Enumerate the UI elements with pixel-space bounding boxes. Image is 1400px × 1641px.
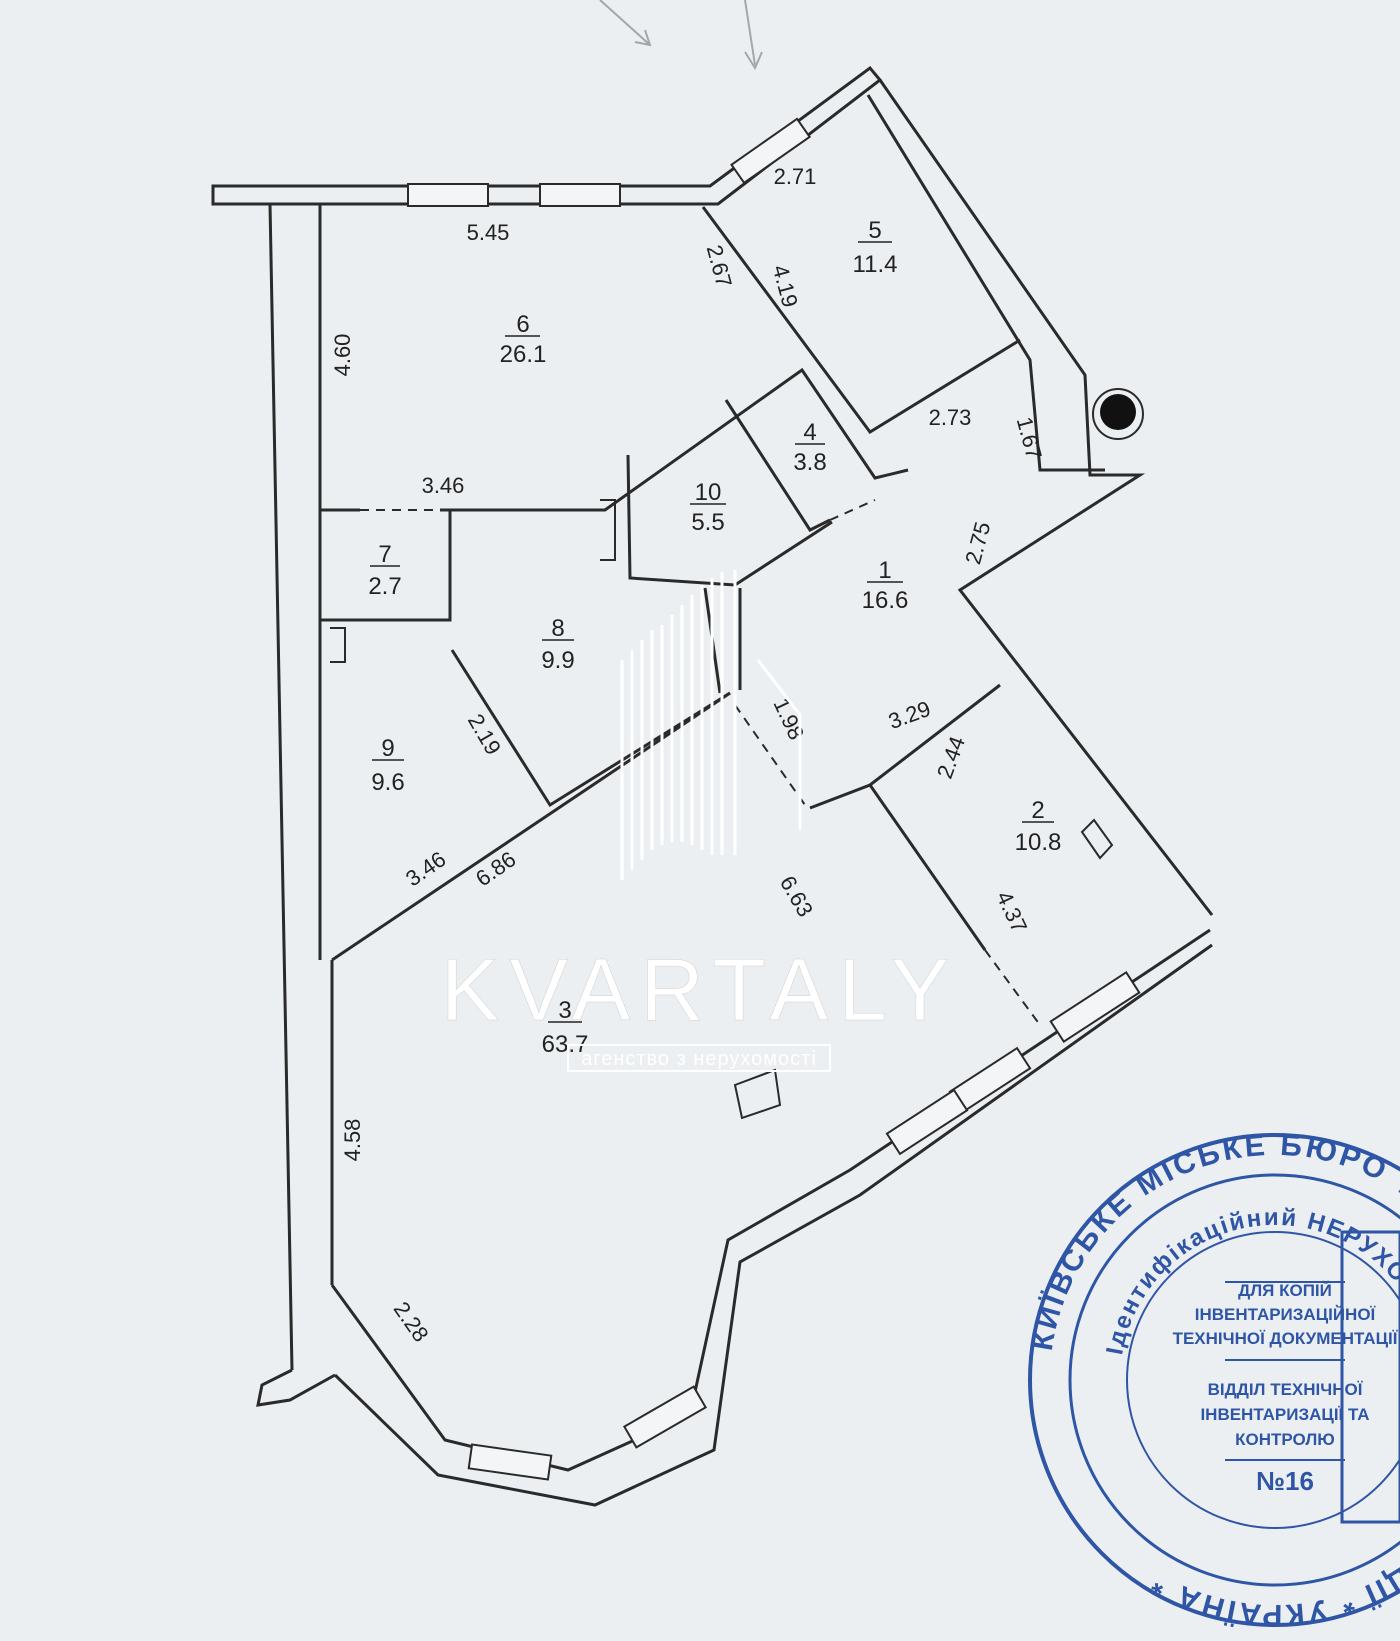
openings bbox=[360, 499, 1041, 1026]
svg-text:3: 3 bbox=[558, 997, 571, 1024]
svg-text:3.8: 3.8 bbox=[793, 449, 826, 476]
svg-text:ТЕХНІЧНОЇ ДОКУМЕНТАЦІЇ: ТЕХНІЧНОЇ ДОКУМЕНТАЦІЇ bbox=[1173, 1329, 1399, 1348]
svg-text:10: 10 bbox=[695, 479, 722, 506]
dimension-label: 2.73 bbox=[929, 405, 972, 430]
svg-text:16.6: 16.6 bbox=[862, 587, 909, 614]
dimension-label: 2.44 bbox=[932, 733, 970, 782]
dimension-label: 5.45 bbox=[467, 220, 510, 245]
room-7-label: 7 2.7 bbox=[368, 541, 401, 600]
svg-text:ДЛЯ КОПІЙ: ДЛЯ КОПІЙ bbox=[1238, 1281, 1332, 1300]
svg-text:6: 6 bbox=[516, 311, 529, 338]
outer-walls bbox=[211, 65, 1214, 1507]
dimension-label: 1.67 bbox=[1012, 414, 1047, 462]
room-2-label: 2 10.8 bbox=[1015, 797, 1062, 856]
dimension-label: 2.67 bbox=[702, 242, 737, 290]
dimension-label: 4.60 bbox=[330, 334, 355, 377]
dimension-label: 3.29 bbox=[885, 696, 934, 734]
room-5-label: 5 11.4 bbox=[853, 217, 898, 278]
svg-text:9.6: 9.6 bbox=[371, 769, 404, 796]
interior-walls bbox=[320, 206, 1114, 1120]
svg-text:1: 1 bbox=[878, 557, 891, 584]
svg-text:7: 7 bbox=[378, 541, 391, 568]
room-1-label: 1 16.6 bbox=[862, 557, 909, 614]
room-9-label: 9 9.6 bbox=[371, 735, 404, 796]
watermark-subtitle-box bbox=[567, 1044, 831, 1072]
svg-text:5.5: 5.5 bbox=[691, 509, 724, 536]
svg-text:ВІДДІЛ ТЕХНІЧНОЇ: ВІДДІЛ ТЕХНІЧНОЇ bbox=[1208, 1380, 1364, 1399]
dimension-label: 6.86 bbox=[471, 846, 520, 891]
svg-text:4: 4 bbox=[803, 419, 816, 446]
svg-text:№16: №16 bbox=[1256, 1466, 1314, 1496]
windows bbox=[407, 117, 1141, 1481]
svg-text:ІНВЕНТАРИЗАЦІЇ ТА: ІНВЕНТАРИЗАЦІЇ ТА bbox=[1200, 1405, 1369, 1424]
dimension-label: 2.71 bbox=[774, 164, 817, 189]
svg-text:9: 9 bbox=[381, 735, 394, 762]
watermark-subtitle: агенство з нерухомості bbox=[581, 1048, 817, 1070]
stamp-inner-text: ДЛЯ КОПІЙ ІНВЕНТАРИЗАЦІЙНОЇ ТЕХНІЧНОЇ ДО… bbox=[1173, 1281, 1399, 1496]
watermark-logo-icon bbox=[620, 570, 802, 880]
boiler-icon bbox=[1092, 388, 1144, 440]
dimension-label: 2.19 bbox=[463, 709, 506, 759]
svg-text:2: 2 bbox=[1031, 797, 1044, 824]
svg-text:ІНВЕНТАРИЗАЦІЙНОЇ: ІНВЕНТАРИЗАЦІЙНОЇ bbox=[1195, 1305, 1377, 1324]
watermark-brand: KVARTALY bbox=[441, 940, 960, 1039]
dimension-label: 3.46 bbox=[422, 473, 465, 498]
dimension-label: 2.75 bbox=[960, 519, 995, 567]
dimension-label: 2.28 bbox=[389, 1297, 434, 1346]
room-6-label: 6 26.1 bbox=[500, 311, 547, 368]
svg-text:2.7: 2.7 bbox=[368, 573, 401, 600]
svg-text:9.9: 9.9 bbox=[541, 647, 574, 674]
svg-text:КОНТРОЛЮ: КОНТРОЛЮ bbox=[1235, 1430, 1335, 1449]
svg-text:5: 5 bbox=[868, 217, 881, 244]
dimension-label: 4.37 bbox=[991, 887, 1032, 936]
svg-text:10.8: 10.8 bbox=[1015, 829, 1062, 856]
room-labels: 6 26.1 5 11.4 4 3.8 10 5.5 1 16.6 7 2.7 bbox=[368, 217, 1061, 1058]
dimension-label: 6.63 bbox=[775, 871, 818, 921]
svg-text:11.4: 11.4 bbox=[853, 251, 898, 278]
svg-text:Ідентифікаційний НЕРУХОМОГО МА: Ідентифікаційний НЕРУХОМОГО МАЙНА bbox=[0, 0, 1400, 1387]
room-4-label: 4 3.8 bbox=[793, 419, 826, 476]
svg-text:26.1: 26.1 bbox=[500, 341, 547, 368]
room-8-label: 8 9.9 bbox=[541, 615, 574, 674]
background-marks bbox=[599, 0, 763, 71]
room-10-label: 10 5.5 bbox=[690, 479, 726, 536]
svg-text:8: 8 bbox=[551, 615, 564, 642]
dimension-labels: 5.45 4.60 2.67 2.71 4.19 3.46 2.73 1.67 … bbox=[330, 164, 1047, 1346]
dimension-label: 4.58 bbox=[340, 1119, 365, 1162]
watermark: KVARTALY агенство з нерухомості bbox=[440, 570, 960, 1072]
